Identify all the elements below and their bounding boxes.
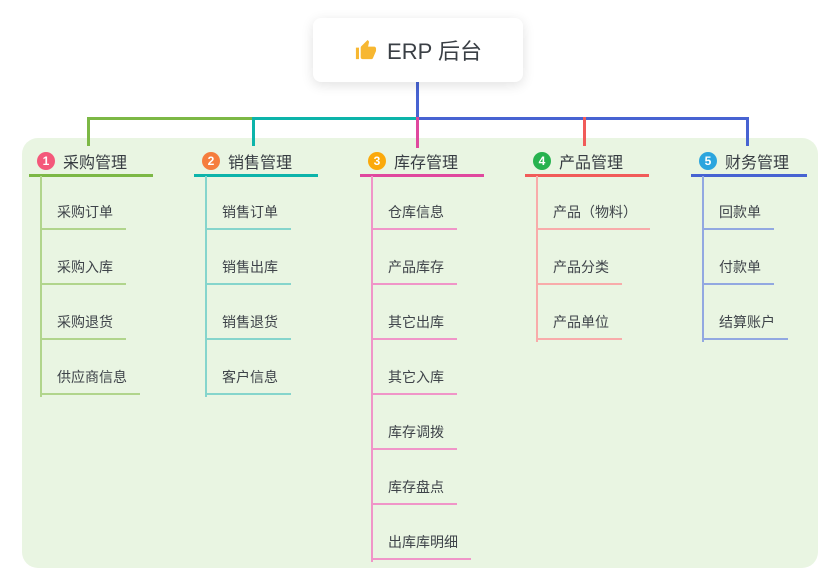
branch-3-underline — [360, 174, 484, 177]
child-node-label: 产品分类 — [553, 259, 609, 275]
root-node[interactable]: ERP 后台 — [313, 18, 523, 82]
child-node[interactable]: 采购入库 — [40, 257, 126, 285]
child-node-label: 产品库存 — [388, 259, 444, 275]
branch-5-underline — [691, 174, 807, 177]
child-node[interactable]: 销售订单 — [205, 202, 291, 230]
branch-1-badge: 1 — [37, 152, 55, 170]
branch-node-inventory[interactable]: 3 库存管理 — [368, 150, 458, 172]
child-node[interactable]: 产品单位 — [536, 312, 622, 340]
branch-2-badge: 2 — [202, 152, 220, 170]
child-node[interactable]: 采购退货 — [40, 312, 126, 340]
child-node[interactable]: 付款单 — [702, 257, 774, 285]
root-title: ERP 后台 — [387, 39, 482, 64]
branch-2-drop-connector — [252, 117, 255, 146]
branch-4-underline — [525, 174, 649, 177]
branch-node-purchasing[interactable]: 1 采购管理 — [37, 150, 127, 172]
branch-2-underline — [194, 174, 318, 177]
root-stem-connector — [416, 82, 419, 118]
thumbs-up-icon — [354, 39, 377, 62]
branch-node-products[interactable]: 4 产品管理 — [533, 150, 623, 172]
branch-1-children-connector — [40, 176, 42, 397]
branch-3-badge: 3 — [368, 152, 386, 170]
child-node[interactable]: 销售出库 — [205, 257, 291, 285]
branch-5-label: 财务管理 — [725, 155, 790, 172]
child-node-label: 库存调拨 — [388, 424, 444, 440]
child-node-label: 其它出库 — [388, 314, 444, 330]
branch-3-drop-connector — [416, 117, 419, 148]
child-node-label: 采购入库 — [57, 259, 113, 275]
child-node-label: 库存盘点 — [388, 479, 444, 495]
child-node-label: 结算账户 — [719, 314, 775, 330]
branch-3-children-connector — [371, 176, 373, 562]
child-node-label: 其它入库 — [388, 369, 444, 385]
branch-3-label: 库存管理 — [394, 155, 459, 172]
child-node-label: 销售订单 — [222, 204, 278, 220]
child-node[interactable]: 回款单 — [702, 202, 774, 230]
child-node-label: 供应商信息 — [57, 369, 127, 385]
branch-1-underline — [29, 174, 153, 177]
branch-node-finance[interactable]: 5 财务管理 — [699, 150, 789, 172]
child-node[interactable]: 库存调拨 — [371, 422, 457, 450]
child-node-label: 仓库信息 — [388, 204, 444, 220]
child-node-label: 销售出库 — [222, 259, 278, 275]
branch-5-badge: 5 — [699, 152, 717, 170]
child-node-label: 采购退货 — [57, 314, 113, 330]
child-node[interactable]: 产品（物料） — [536, 202, 650, 230]
child-node[interactable]: 其它出库 — [371, 312, 457, 340]
branches-panel — [22, 138, 818, 568]
trunk-segment-1 — [87, 117, 253, 120]
child-node-label: 出库库明细 — [388, 534, 458, 550]
branch-node-sales[interactable]: 2 销售管理 — [202, 150, 292, 172]
child-node-label: 产品单位 — [553, 314, 609, 330]
child-node[interactable]: 产品库存 — [371, 257, 457, 285]
branch-2-label: 销售管理 — [228, 155, 293, 172]
child-node[interactable]: 库存盘点 — [371, 477, 457, 505]
branch-4-badge: 4 — [533, 152, 551, 170]
branch-4-label: 产品管理 — [559, 155, 624, 172]
child-node-label: 产品（物料） — [553, 204, 637, 220]
branch-5-children-connector — [702, 176, 704, 342]
trunk-segment-2 — [253, 117, 417, 120]
child-node[interactable]: 产品分类 — [536, 257, 622, 285]
child-node-label: 回款单 — [719, 204, 761, 220]
branch-4-drop-connector — [583, 117, 586, 146]
branch-1-drop-connector — [87, 117, 90, 146]
branch-1-label: 采购管理 — [63, 155, 128, 172]
child-node[interactable]: 仓库信息 — [371, 202, 457, 230]
child-node[interactable]: 客户信息 — [205, 367, 291, 395]
child-node[interactable]: 供应商信息 — [40, 367, 140, 395]
child-node-label: 销售退货 — [222, 314, 278, 330]
child-node-label: 采购订单 — [57, 204, 113, 220]
branch-4-children-connector — [536, 176, 538, 342]
child-node[interactable]: 销售退货 — [205, 312, 291, 340]
child-node-label: 付款单 — [719, 259, 761, 275]
branch-5-drop-connector — [746, 117, 749, 146]
child-node-label: 客户信息 — [222, 369, 278, 385]
child-node[interactable]: 其它入库 — [371, 367, 457, 395]
child-node[interactable]: 出库库明细 — [371, 532, 471, 560]
branch-2-children-connector — [205, 176, 207, 397]
child-node[interactable]: 结算账户 — [702, 312, 788, 340]
child-node[interactable]: 采购订单 — [40, 202, 126, 230]
